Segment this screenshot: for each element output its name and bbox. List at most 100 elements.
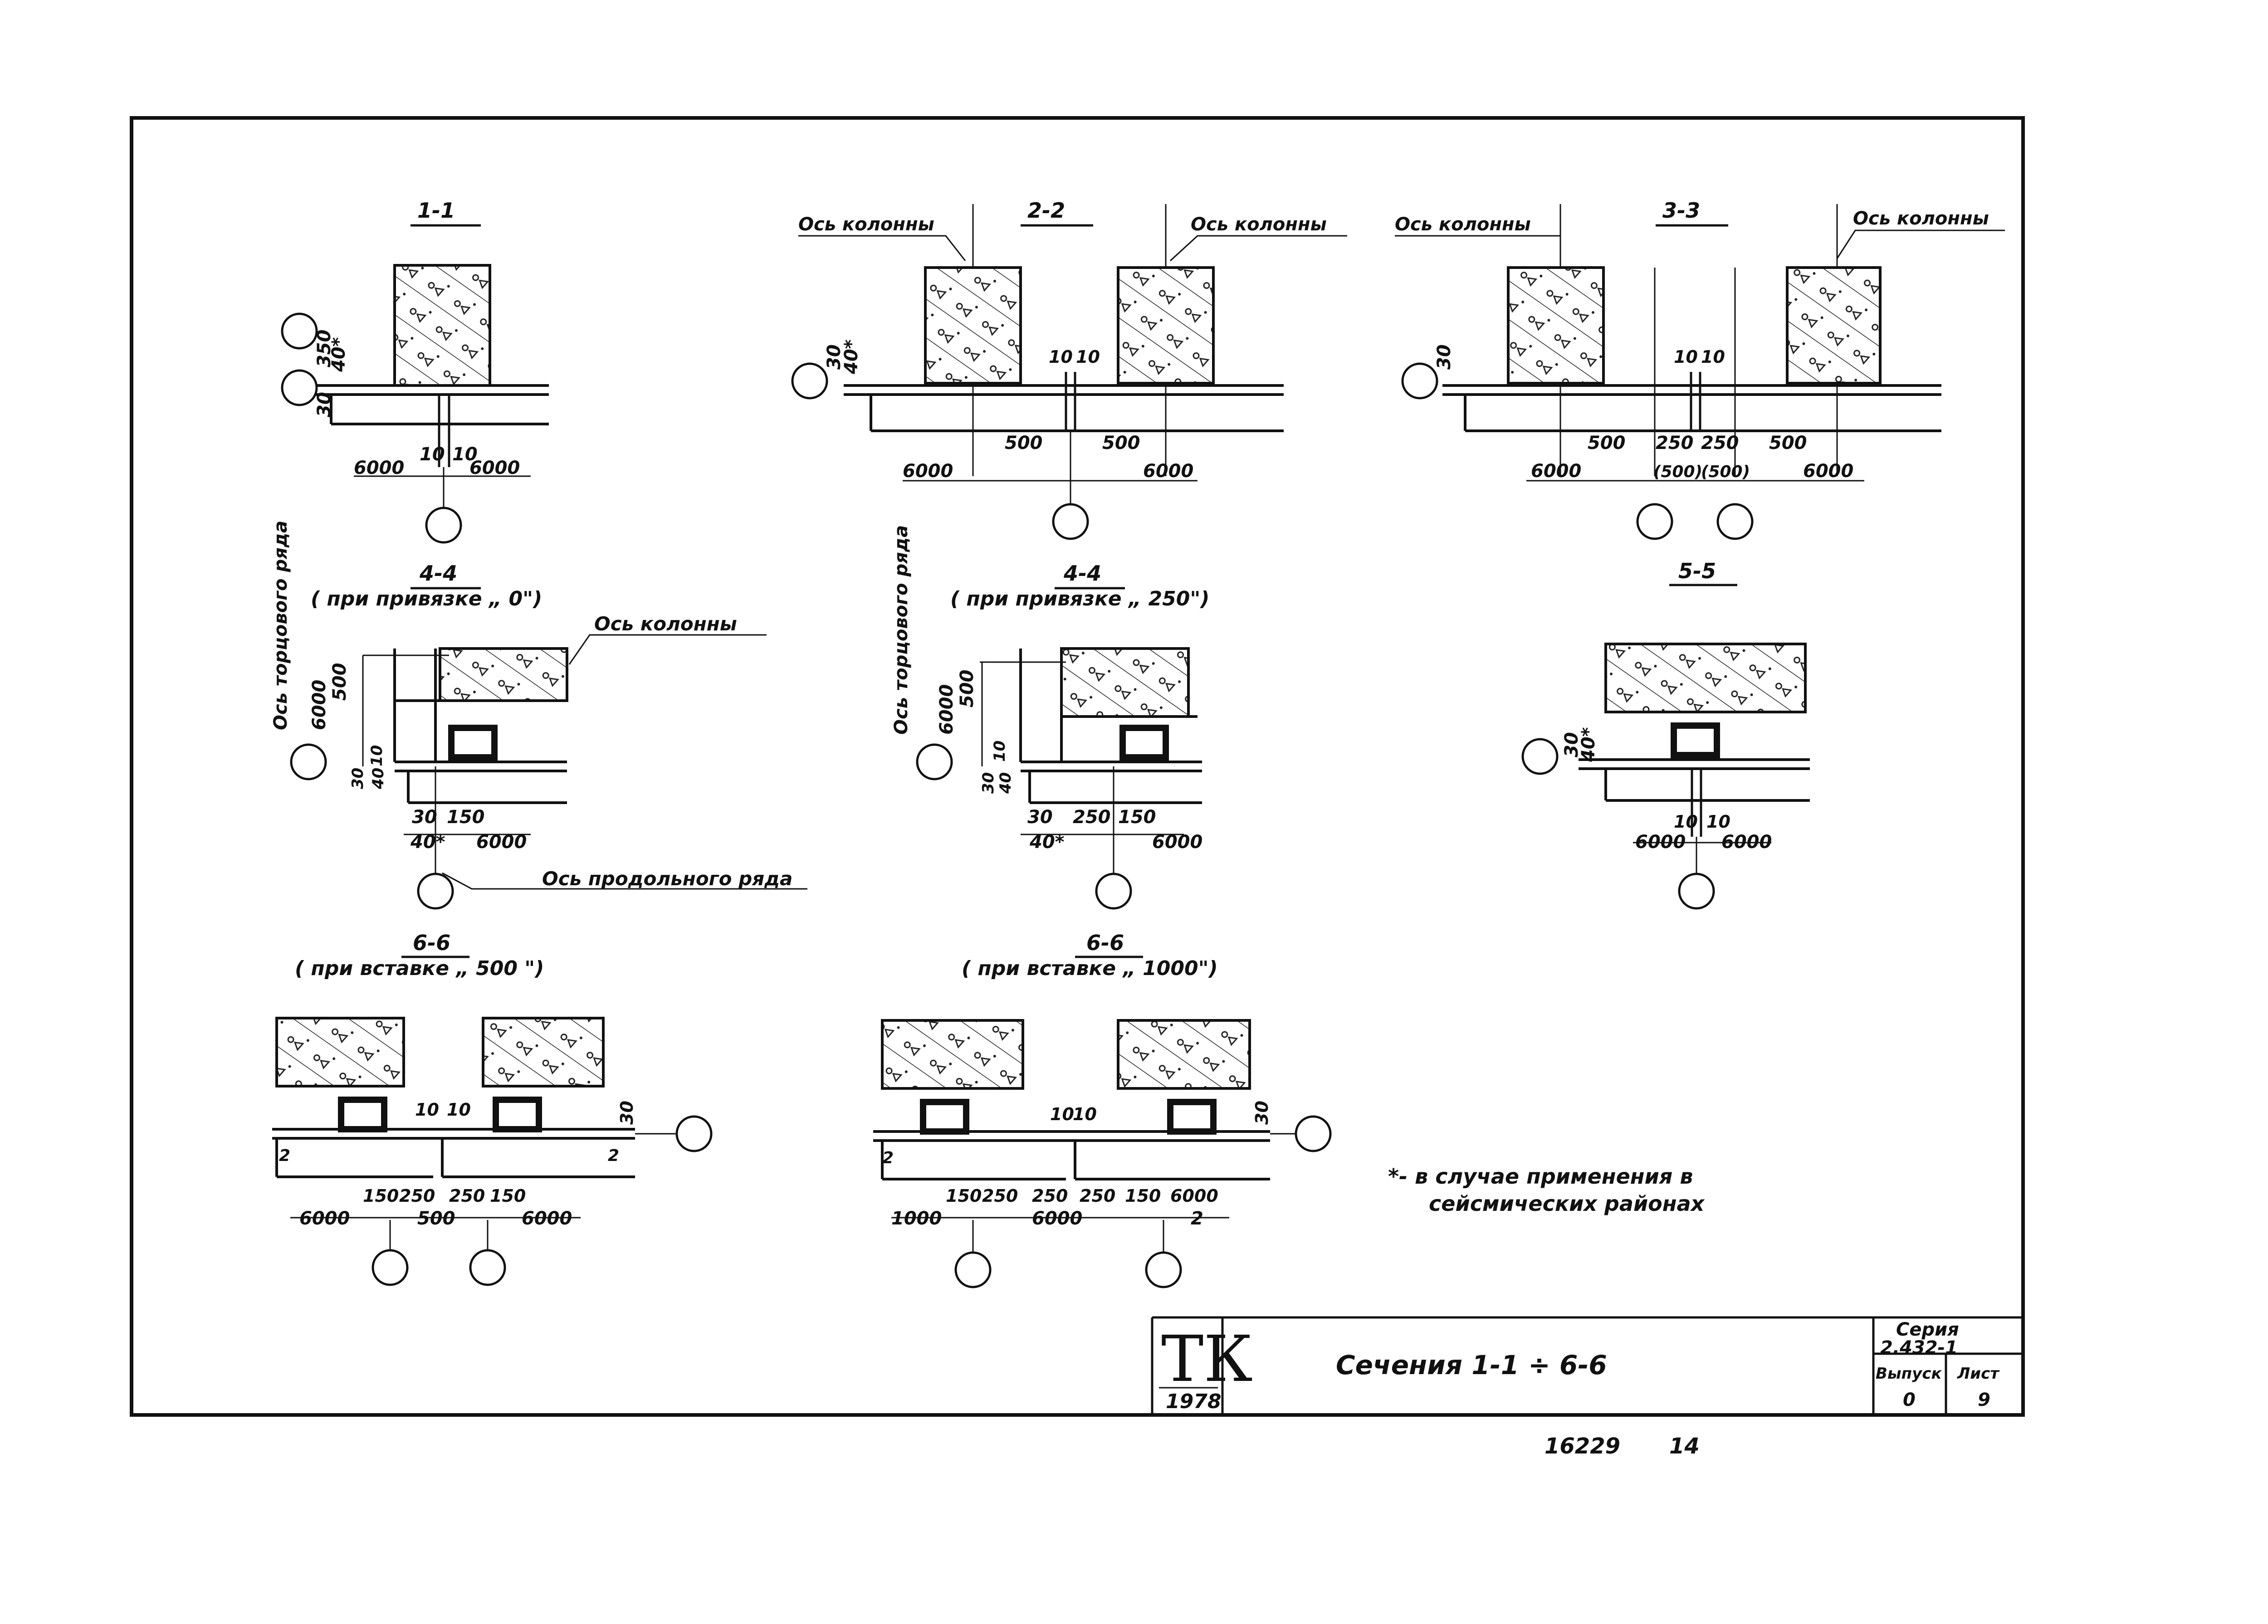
column — [1117, 266, 1215, 385]
section-subtitle: ( при вставке „ 500 ") — [295, 957, 544, 980]
svg-text:500: 500 — [957, 670, 978, 708]
column — [1060, 647, 1190, 718]
pipe-profile — [448, 725, 498, 761]
section-title: 4-4 — [1063, 561, 1101, 585]
section-1-1: 1-1 350 40* 30 10 10 6000 6000 — [281, 198, 549, 544]
svg-text:6000: 6000 — [903, 461, 953, 482]
svg-text:6000: 6000 — [354, 458, 404, 478]
axis-label: Ось продольного ряда — [542, 868, 792, 890]
svg-text:40*: 40* — [1578, 727, 1599, 762]
note-line-2: сейсмических районах — [1429, 1191, 1705, 1216]
svg-text:150: 150 — [447, 807, 485, 828]
svg-text:40*: 40* — [410, 832, 445, 853]
svg-text:500: 500 — [1102, 433, 1140, 454]
axis-label: Ось колонны — [1191, 214, 1327, 235]
svg-text:6000: 6000 — [1803, 461, 1853, 482]
archive-code: 16229 — [1545, 1434, 1620, 1459]
axis-label: Ось колонны — [1395, 214, 1531, 235]
svg-text:(500): (500) — [1701, 463, 1750, 481]
series-label: Серия — [1896, 1319, 1959, 1340]
svg-text:150: 150 — [946, 1186, 982, 1206]
svg-text:6000: 6000 — [1531, 461, 1581, 482]
section-title: 6-6 — [413, 931, 450, 955]
column — [1507, 266, 1605, 385]
svg-text:10: 10 — [1073, 1104, 1097, 1124]
page-number: 14 — [1669, 1434, 1700, 1459]
svg-text:2: 2 — [279, 1146, 290, 1165]
svg-text:500: 500 — [1769, 433, 1807, 454]
column — [1786, 266, 1882, 385]
svg-text:40*: 40* — [1029, 832, 1065, 853]
note-line-1: *- в случае применения в — [1388, 1164, 1693, 1189]
axis-marker — [281, 312, 318, 350]
svg-text:150: 150 — [490, 1186, 526, 1206]
svg-text:500: 500 — [329, 663, 350, 701]
svg-text:6000: 6000 — [1721, 832, 1772, 853]
svg-text:30: 30 — [1027, 807, 1053, 828]
svg-text:10: 10 — [1050, 1104, 1074, 1124]
svg-text:250: 250 — [1032, 1186, 1068, 1206]
svg-text:10: 10 — [447, 1100, 471, 1120]
section-title: 1-1 — [417, 198, 455, 223]
svg-text:10: 10 — [991, 741, 1009, 762]
axis-marker — [371, 1249, 409, 1286]
axis-marker — [469, 1249, 506, 1286]
axis-marker — [675, 1115, 713, 1152]
svg-text:40: 40 — [369, 768, 387, 790]
section-subtitle: ( при привязке „ 250") — [950, 587, 1209, 610]
pipe-profile — [920, 1099, 969, 1135]
pipe-profile — [1671, 722, 1720, 758]
svg-text:30: 30 — [1561, 732, 1582, 757]
svg-text:6000: 6000 — [936, 684, 957, 735]
year: 1978 — [1166, 1390, 1221, 1413]
axis-marker — [1145, 1251, 1182, 1288]
svg-text:6000: 6000 — [1152, 832, 1202, 853]
column — [1117, 1019, 1251, 1090]
axis-marker — [1521, 738, 1559, 775]
svg-text:6000: 6000 — [1032, 1208, 1082, 1229]
svg-text:30: 30 — [1434, 344, 1455, 370]
footer: 16229 14 — [1545, 1434, 1700, 1459]
svg-text:10: 10 — [1701, 347, 1725, 367]
svg-text:6000: 6000 — [476, 832, 527, 853]
sheet-frame — [130, 116, 2025, 1417]
axis-marker — [954, 1251, 992, 1288]
svg-text:40*: 40* — [328, 337, 349, 372]
column — [275, 1017, 405, 1088]
axis-label: Ось торцового ряда — [270, 521, 291, 730]
axis-marker — [1052, 503, 1089, 540]
axis-marker — [1295, 1115, 1332, 1152]
axis-label: Ось колонны — [594, 613, 737, 635]
axis-marker — [1401, 362, 1438, 400]
svg-text:10: 10 — [1674, 812, 1698, 832]
svg-text:30: 30 — [979, 772, 997, 794]
svg-text:10: 10 — [452, 444, 478, 465]
sheet-value: 9 — [1978, 1390, 1990, 1410]
svg-text:6000: 6000 — [299, 1208, 350, 1229]
section-title: 4-4 — [419, 561, 457, 585]
issue-label: Выпуск — [1876, 1365, 1942, 1383]
pipe-profile — [1119, 725, 1169, 761]
svg-text:6000: 6000 — [1635, 832, 1686, 853]
section-6-6-500: 6-6 ( при вставке „ 500 ") 10 10 30 150 … — [272, 931, 713, 1286]
section-title: 3-3 — [1662, 198, 1700, 223]
pipe-profile — [1167, 1099, 1217, 1135]
svg-text:150: 150 — [363, 1186, 399, 1206]
svg-text:10: 10 — [1049, 347, 1073, 367]
axis-label: Ось торцового ряда — [891, 525, 912, 735]
svg-text:10: 10 — [415, 1100, 439, 1120]
column — [393, 264, 491, 387]
section-title: 6-6 — [1086, 931, 1124, 955]
section-title: 5-5 — [1678, 559, 1716, 583]
svg-text:10: 10 — [420, 444, 445, 465]
column — [439, 647, 568, 702]
axis-marker — [290, 743, 327, 780]
svg-text:6000: 6000 — [469, 458, 520, 478]
sheet-label: Лист — [1957, 1365, 2000, 1383]
svg-text:2: 2 — [608, 1146, 619, 1165]
svg-text:40: 40 — [997, 772, 1015, 794]
svg-text:40*: 40* — [841, 339, 862, 375]
svg-text:500: 500 — [1588, 433, 1626, 454]
section-title: 2-2 — [1027, 198, 1065, 223]
